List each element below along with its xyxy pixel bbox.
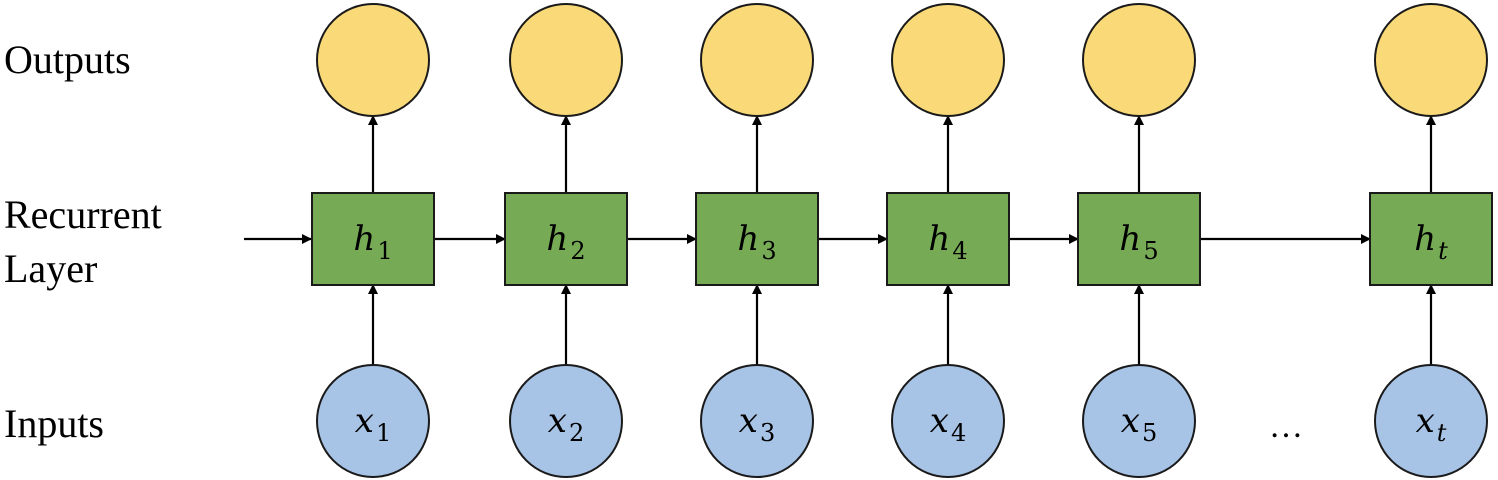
hidden-label-2-subscript: 2	[570, 237, 585, 265]
input-node-1	[316, 364, 430, 478]
hidden-node-5	[1077, 192, 1201, 286]
hidden-label-t-subscript: t	[1438, 237, 1448, 265]
hidden-label-4-var: h	[928, 219, 950, 259]
input-node-2	[509, 364, 623, 478]
hidden-label-3: h3	[737, 219, 776, 265]
input-node-4	[891, 364, 1005, 478]
input-node-t	[1374, 364, 1488, 478]
inputs-label: Inputs	[4, 401, 104, 446]
outputs-label: Outputs	[4, 37, 131, 82]
sequence-ellipsis: …	[1269, 408, 1303, 445]
hidden-label-4-subscript: 4	[952, 237, 967, 265]
hidden-label-5-var: h	[1119, 219, 1141, 259]
input-label-5-subscript: 5	[1142, 419, 1157, 447]
output-node-3	[700, 3, 814, 117]
input-label-4-var: x	[930, 401, 949, 441]
input-label-t-var: x	[1416, 401, 1435, 441]
input-label-3-var: x	[739, 401, 758, 441]
output-node-4	[891, 3, 1005, 117]
recurrent-label-line2: Layer	[4, 246, 97, 291]
hidden-node-3	[695, 192, 819, 286]
input-label-1-var: x	[355, 401, 374, 441]
hidden-label-4: h4	[928, 219, 967, 265]
hidden-node-4	[886, 192, 1010, 286]
arrows-group	[368, 115, 1436, 365]
hidden-label-1-var: h	[353, 219, 375, 259]
hidden-node-1	[311, 192, 435, 286]
hidden-label-t-var: h	[1414, 219, 1436, 259]
input-label-5-var: x	[1121, 401, 1140, 441]
input-label-1-subscript: 1	[376, 419, 391, 447]
hidden-label-2: h2	[546, 219, 585, 265]
input-label-3-subscript: 3	[760, 419, 775, 447]
input-label-2-var: x	[548, 401, 567, 441]
output-node-5	[1082, 3, 1196, 117]
input-label-2: x2	[548, 401, 584, 447]
recurrent-label-line1: Recurrent	[4, 192, 162, 237]
hidden-label-1: h1	[353, 219, 392, 265]
hidden-label-2-var: h	[546, 219, 568, 259]
input-label-t-subscript: t	[1437, 419, 1447, 447]
hidden-label-5-subscript: 5	[1143, 237, 1158, 265]
input-label-3: x3	[739, 401, 775, 447]
hidden-label-1-subscript: 1	[377, 237, 392, 265]
input-label-4-subscript: 4	[951, 419, 966, 447]
input-label-5: x5	[1121, 401, 1157, 447]
input-label-1: x1	[355, 401, 391, 447]
input-label-2-subscript: 2	[569, 419, 584, 447]
input-node-5	[1082, 364, 1196, 478]
hidden-label-t: ht	[1414, 219, 1448, 265]
hidden-node-2	[504, 192, 628, 286]
output-node-2	[509, 3, 623, 117]
input-label-4: x4	[930, 401, 966, 447]
hidden-node-t	[1369, 192, 1493, 286]
output-node-1	[316, 3, 430, 117]
output-node-t	[1374, 3, 1488, 117]
hidden-label-3-var: h	[737, 219, 759, 259]
hidden-label-5: h5	[1119, 219, 1158, 265]
hidden-label-3-subscript: 3	[761, 237, 776, 265]
input-label-t: xt	[1416, 401, 1447, 447]
input-node-3	[700, 364, 814, 478]
